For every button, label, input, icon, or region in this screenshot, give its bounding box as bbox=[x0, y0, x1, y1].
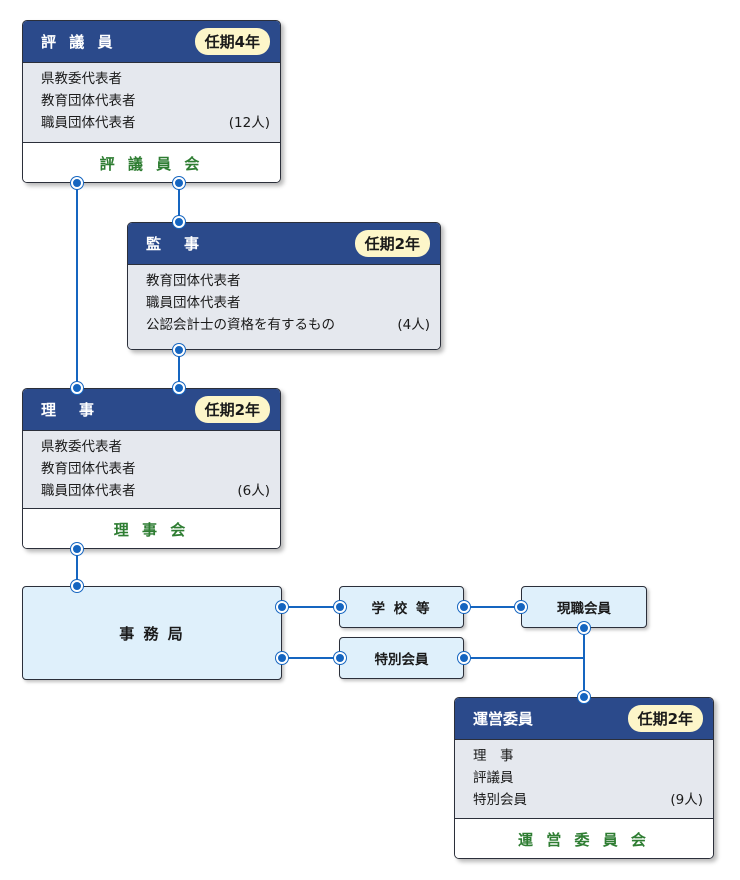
member-line: 教育団体代表者 bbox=[41, 93, 136, 109]
steering-term-badge: 任期2年 bbox=[627, 705, 703, 732]
connector-dot bbox=[71, 543, 83, 555]
member-line: 職員団体代表者 bbox=[146, 295, 241, 311]
member-line: 評議員 bbox=[473, 770, 514, 786]
connector-dot bbox=[173, 216, 185, 228]
councilors-header: 評 議 員 任期4年 bbox=[23, 21, 280, 63]
connector-dot bbox=[173, 382, 185, 394]
special-members-box: 特別会員 bbox=[339, 637, 464, 679]
schools-box: 学 校 等 bbox=[339, 586, 464, 628]
member-line: 県教委代表者 bbox=[41, 71, 122, 87]
steering-header: 運営委員 任期2年 bbox=[455, 698, 713, 740]
member-line: 教育団体代表者 bbox=[146, 273, 241, 289]
member-line: 職員団体代表者 (12人) bbox=[41, 112, 270, 134]
councilors-term-badge: 任期4年 bbox=[194, 28, 270, 55]
connector-dot bbox=[173, 177, 185, 189]
steering-count: (9人) bbox=[670, 792, 703, 808]
member-line: 公認会計士の資格を有するもの (4人) bbox=[146, 314, 430, 336]
councilors-count: (12人) bbox=[228, 115, 270, 131]
directors-term-badge: 任期2年 bbox=[194, 396, 270, 423]
councilors-members: 県教委代表者 教育団体代表者 職員団体代表者 (12人) bbox=[23, 63, 280, 142]
member-line: 特別会員 (9人) bbox=[473, 789, 703, 811]
secretariat-box: 事 務 局 bbox=[22, 586, 282, 680]
directors-card: 理 事 任期2年 県教委代表者 教育団体代表者 職員団体代表者 (6人) 理 事… bbox=[22, 388, 281, 549]
directors-count: (6人) bbox=[237, 483, 270, 499]
auditors-members: 教育団体代表者 職員団体代表者 公認会計士の資格を有するもの (4人) bbox=[128, 265, 440, 349]
auditors-title: 監 事 bbox=[146, 235, 204, 253]
auditors-header: 監 事 任期2年 bbox=[128, 223, 440, 265]
connector-dot bbox=[458, 652, 470, 664]
connector-dot bbox=[71, 382, 83, 394]
councilors-title: 評 議 員 bbox=[41, 33, 117, 51]
directors-members: 県教委代表者 教育団体代表者 職員団体代表者 (6人) bbox=[23, 431, 280, 508]
connector-dot bbox=[71, 177, 83, 189]
directors-header: 理 事 任期2年 bbox=[23, 389, 280, 431]
connector-dot bbox=[515, 601, 527, 613]
auditors-card: 監 事 任期2年 教育団体代表者 職員団体代表者 公認会計士の資格を有するもの … bbox=[127, 222, 441, 350]
councilors-council-label: 評 議 員 会 bbox=[23, 142, 280, 182]
member-line: 県教委代表者 bbox=[41, 439, 122, 455]
steering-members: 理 事 評議員 特別会員 (9人) bbox=[455, 740, 713, 818]
directors-council-label: 理 事 会 bbox=[23, 508, 280, 548]
connector-dot bbox=[578, 622, 590, 634]
connector-dot bbox=[334, 601, 346, 613]
connector-dot bbox=[578, 691, 590, 703]
steering-council-label: 運 営 委 員 会 bbox=[455, 818, 713, 858]
auditors-count: (4人) bbox=[397, 317, 430, 333]
member-line: 理 事 bbox=[473, 748, 514, 764]
steering-title: 運営委員 bbox=[473, 710, 534, 728]
connector-dot bbox=[458, 601, 470, 613]
connector-dot bbox=[334, 652, 346, 664]
connector-dot bbox=[71, 580, 83, 592]
connector-dot bbox=[276, 652, 288, 664]
directors-title: 理 事 bbox=[41, 401, 99, 419]
member-line: 職員団体代表者 (6人) bbox=[41, 480, 270, 502]
member-line: 教育団体代表者 bbox=[41, 461, 136, 477]
auditors-term-badge: 任期2年 bbox=[354, 230, 430, 257]
councilors-card: 評 議 員 任期4年 県教委代表者 教育団体代表者 職員団体代表者 (12人) … bbox=[22, 20, 281, 183]
connector-dot bbox=[173, 344, 185, 356]
steering-card: 運営委員 任期2年 理 事 評議員 特別会員 (9人) 運 営 委 員 会 bbox=[454, 697, 714, 859]
connector-dot bbox=[276, 601, 288, 613]
